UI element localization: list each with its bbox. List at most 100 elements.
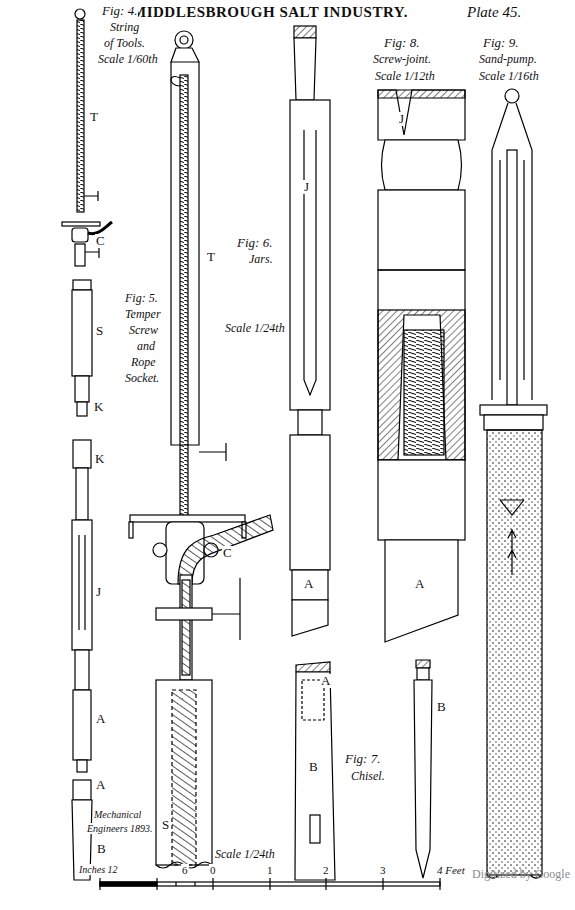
temper-screw-part (199, 443, 226, 461)
screw-joint-part (382, 140, 462, 190)
chisel-part (416, 660, 430, 668)
screw-joint-part (398, 315, 446, 460)
sand-pump (480, 89, 547, 878)
part-letter: J (303, 180, 310, 194)
figure-caption: Fig: 6. (236, 236, 273, 250)
figure-caption: Scale 1/12th (374, 70, 436, 83)
part-letter: A (303, 577, 314, 591)
figure-caption: String (109, 21, 140, 34)
sand-pump-part (507, 150, 517, 405)
screw-joint-part (378, 270, 465, 460)
screw-joint (378, 90, 465, 642)
part-letter: B (96, 842, 107, 856)
temper-screw-part (212, 578, 240, 640)
part-letter: J (95, 585, 102, 599)
jars-part (298, 410, 322, 435)
string-of-tools-part (72, 290, 92, 376)
figure-caption: Socket. (124, 372, 160, 385)
part-letter: A (95, 712, 106, 726)
figure-caption: Sand-pump. (478, 53, 538, 66)
figure-caption: Plate 45. (466, 4, 522, 21)
chisel (295, 660, 432, 880)
part-letter: T (89, 110, 99, 124)
string-of-tools-part (77, 402, 87, 416)
figure-caption: Temper (124, 308, 162, 321)
plate-title: MIDDLESBROUGH SALT INDUSTRY. (130, 4, 410, 21)
part-letter: B (308, 760, 319, 774)
figure-caption: Fig: 9. (482, 36, 519, 50)
temper-screw-part (156, 608, 212, 620)
string-of-tools (62, 9, 112, 880)
figure-caption: 4 Feet (436, 864, 466, 876)
temper-screw-part (175, 31, 193, 49)
figure-caption: and (136, 340, 156, 353)
chisel-part (295, 672, 335, 880)
part-letter: T (206, 250, 216, 264)
string-of-tools-part (88, 222, 112, 234)
string-of-tools-part (73, 280, 91, 290)
figure-caption: Inches 12 (78, 864, 119, 875)
temper-screw-part (171, 48, 199, 62)
part-letter: K (93, 400, 104, 414)
jars-part (294, 26, 316, 38)
sand-pump-part (487, 430, 542, 875)
figure-caption: Engineers 1893. (86, 823, 154, 834)
jars-part (294, 38, 316, 100)
temper-screw-part (180, 36, 188, 44)
sand-pump-part (480, 405, 547, 415)
figure-caption: Rope (130, 356, 157, 369)
part-letter: C (95, 234, 106, 248)
temper-screw-part (182, 580, 190, 675)
part-letter: K (94, 452, 105, 466)
jars-part (292, 600, 328, 636)
temper-screw (129, 31, 273, 868)
string-of-tools-part (77, 760, 87, 772)
string-of-tools-part (77, 20, 84, 212)
chisel-part (296, 662, 330, 672)
scale-bar-part (100, 882, 157, 886)
temper-screw-part (171, 77, 180, 86)
sand-pump-part (484, 415, 543, 430)
string-of-tools-part (73, 690, 91, 760)
figure-caption: Scale 1/16th (478, 70, 540, 83)
string-of-tools-part (76, 468, 88, 520)
jars-part (304, 130, 316, 395)
part-letter: S (95, 324, 104, 338)
jars (290, 26, 330, 636)
part-letter: S (161, 818, 170, 832)
string-of-tools-part (84, 191, 98, 201)
part-letter: 0 (209, 864, 217, 876)
screw-joint-part (378, 460, 465, 540)
figure-caption: Screw (128, 324, 159, 337)
screw-joint-part (378, 90, 465, 140)
screw-joint-part (378, 310, 465, 460)
string-of-tools-part (62, 222, 100, 226)
scale-bar (100, 878, 440, 890)
figure-caption: Fig: 4. (101, 4, 138, 18)
string-of-tools-part (75, 9, 85, 19)
part-letter: A (320, 674, 331, 688)
watermark: Digitized by Google (471, 868, 571, 881)
screw-joint-part (378, 190, 465, 270)
figure-caption: Chisel. (350, 770, 386, 783)
temper-screw-part (178, 515, 273, 584)
string-of-tools-part (79, 535, 85, 630)
chisel-part (310, 815, 320, 843)
part-letter: 2 (322, 864, 330, 876)
figure-caption: Scale 1/60th (97, 53, 159, 66)
sand-pump-part (505, 89, 519, 103)
figure-caption: Fig: 8. (383, 36, 420, 50)
temper-screw-part (172, 690, 196, 865)
jars-part (290, 100, 330, 410)
string-of-tools-part (72, 228, 88, 242)
string-of-tools-part (75, 244, 85, 266)
temper-screw-part (129, 522, 133, 538)
screw-joint-part (385, 540, 458, 642)
string-of-tools-part (73, 440, 91, 468)
string-of-tools-part (73, 780, 91, 800)
sand-pump-part (500, 500, 524, 515)
chisel-part (417, 668, 429, 680)
screw-joint-part (404, 330, 444, 455)
